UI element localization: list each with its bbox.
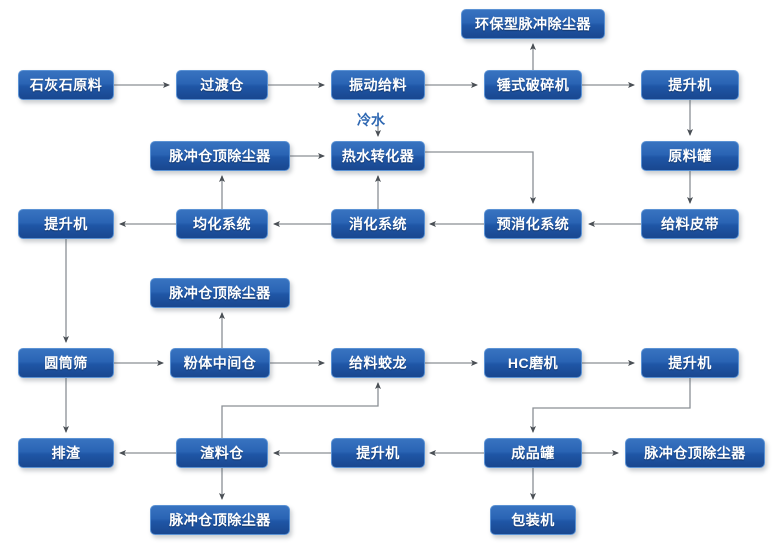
node-slag-discharge[interactable]: 排渣 xyxy=(18,438,114,468)
node-feeding-belt[interactable]: 给料皮带 xyxy=(641,209,739,239)
node-label: 提升机 xyxy=(44,216,88,232)
node-label: 均化系统 xyxy=(193,216,251,232)
node-label: 提升机 xyxy=(668,77,712,93)
node-raw-material-tank[interactable]: 原料罐 xyxy=(641,141,739,171)
node-label: 过渡仓 xyxy=(200,77,244,93)
node-label: 脉冲仓顶除尘器 xyxy=(169,512,271,528)
node-label: 提升机 xyxy=(668,355,712,371)
node-elevator-4[interactable]: 提升机 xyxy=(331,438,425,468)
node-packing-machine[interactable]: 包装机 xyxy=(490,505,576,535)
node-elevator-3[interactable]: 提升机 xyxy=(641,348,739,378)
node-digestion-system[interactable]: 消化系统 xyxy=(331,209,425,239)
node-pulse-bin-top-dust-collector-2[interactable]: 脉冲仓顶除尘器 xyxy=(150,278,290,308)
node-drum-screen[interactable]: 圆筒筛 xyxy=(18,348,114,378)
node-powder-intermediate-bin[interactable]: 粉体中间仓 xyxy=(170,348,270,378)
node-homogenization-system[interactable]: 均化系统 xyxy=(176,209,268,239)
node-label: 提升机 xyxy=(356,445,400,461)
node-eco-pulse-dust-collector[interactable]: 环保型脉冲除尘器 xyxy=(461,9,605,39)
wire-elevator3-to-product xyxy=(530,378,691,433)
node-pre-digestion-system[interactable]: 预消化系统 xyxy=(484,209,582,239)
node-hot-water-converter[interactable]: 热水转化器 xyxy=(331,141,425,171)
node-label: 石灰石原料 xyxy=(29,77,103,93)
node-label: 脉冲仓顶除尘器 xyxy=(644,445,746,461)
wire-slagbin-to-screwfeeder xyxy=(221,382,381,438)
node-label: 渣料仓 xyxy=(200,445,244,461)
node-pulse-bin-top-dust-collector-4[interactable]: 脉冲仓顶除尘器 xyxy=(150,505,290,535)
node-label: 原料罐 xyxy=(668,148,712,164)
node-slag-bin[interactable]: 渣料仓 xyxy=(176,438,268,468)
node-pulse-bin-top-dust-collector-3[interactable]: 脉冲仓顶除尘器 xyxy=(625,438,765,468)
node-elevator-2[interactable]: 提升机 xyxy=(18,209,114,239)
node-label: 振动给料 xyxy=(349,77,407,93)
node-finished-product-tank[interactable]: 成品罐 xyxy=(484,438,582,468)
node-label: 给料蛟龙 xyxy=(349,355,407,371)
node-elevator-1[interactable]: 提升机 xyxy=(641,70,739,100)
wire-hotwater-to-predigest xyxy=(425,151,536,204)
node-hammer-crusher[interactable]: 锤式破碎机 xyxy=(484,70,582,100)
node-label: 包装机 xyxy=(511,512,555,528)
node-label: 消化系统 xyxy=(349,216,407,232)
node-label: 环保型脉冲除尘器 xyxy=(475,16,591,32)
node-limestone-raw-material[interactable]: 石灰石原料 xyxy=(18,70,114,100)
node-label: 粉体中间仓 xyxy=(183,355,257,371)
node-label: 给料皮带 xyxy=(661,216,719,232)
node-pulse-bin-top-dust-collector-1[interactable]: 脉冲仓顶除尘器 xyxy=(150,141,290,171)
node-label: 预消化系统 xyxy=(496,216,570,232)
edge-label-cold-water: 冷水 xyxy=(357,112,385,128)
node-vibrating-feeder[interactable]: 振动给料 xyxy=(331,70,425,100)
node-label: 脉冲仓顶除尘器 xyxy=(169,285,271,301)
node-label: 脉冲仓顶除尘器 xyxy=(169,148,271,164)
node-label: 圆筒筛 xyxy=(44,355,88,371)
node-label: 锤式破碎机 xyxy=(496,77,570,93)
node-label: 排渣 xyxy=(51,445,81,461)
node-transit-bin[interactable]: 过渡仓 xyxy=(176,70,268,100)
node-label: HC磨机 xyxy=(507,355,559,371)
node-label: 成品罐 xyxy=(511,445,555,461)
node-hc-mill[interactable]: HC磨机 xyxy=(484,348,582,378)
node-label: 热水转化器 xyxy=(341,148,415,164)
node-screw-feeder[interactable]: 给料蛟龙 xyxy=(331,348,425,378)
